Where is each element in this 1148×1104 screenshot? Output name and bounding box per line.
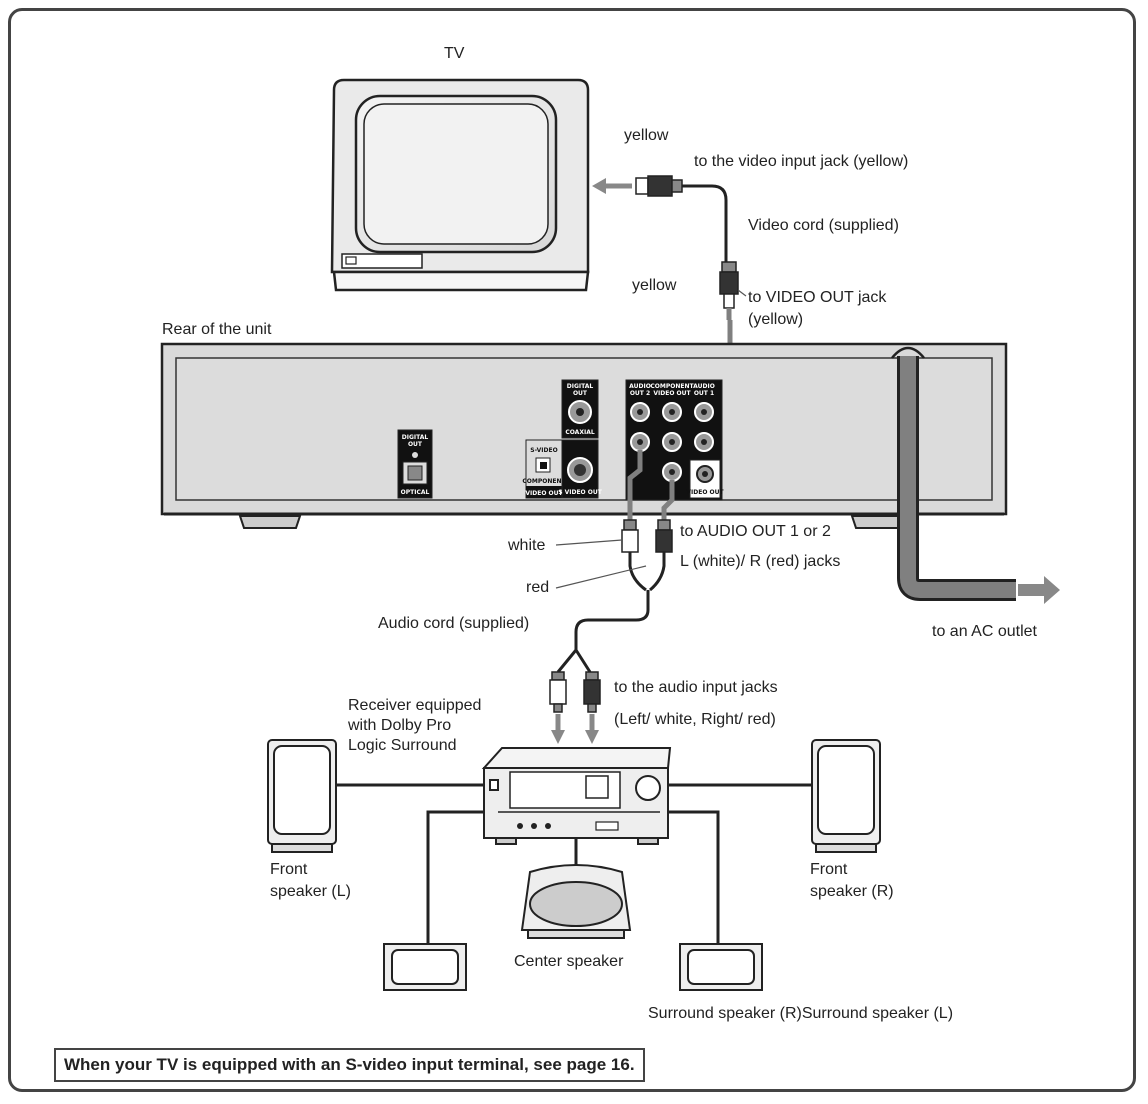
coax-label-1: DIGITAL [567,383,594,390]
speaker-wires [336,783,818,944]
video-plug-tv [635,175,683,197]
optical-label-2: OUT [408,441,423,448]
video-cord-label: Video cord (supplied) [748,217,899,234]
front-speaker-l-label-1: Front [270,861,308,878]
video-out-jack-text-1: to VIDEO OUT jack [748,289,887,306]
optical-label-1: DIGITAL [402,434,429,441]
svideo-out-label: S VIDEO OUT [558,489,603,496]
audio-out-label-1: to AUDIO OUT 1 or 2 [680,523,831,540]
surround-speakers-label: Surround speaker (R)Surround speaker (L) [648,1005,954,1022]
av-jack-panel: AUDIO OUT 2 COMPONENT VIDEO OUT AUDIO OU… [625,379,725,501]
front-speaker-left [267,739,337,853]
component-out-label-2: VIDEO OUT [653,390,691,397]
leader-lines [555,289,747,589]
power-cord [891,346,1060,604]
white-label: white [508,537,546,554]
surround-speaker-left [383,943,467,991]
rear-of-unit-label: Rear of the unit [162,321,272,338]
center-speaker [520,864,632,939]
front-speaker-r-label-2: speaker (R) [810,883,894,900]
receiver-label-1: Receiver equipped [348,697,482,714]
red-label: red [526,579,550,596]
switch-video-out-label: VIDEO OUT [525,490,563,497]
receiver-label-3: Logic Surround [348,737,457,754]
svideo-switch-label: S-VIDEO [530,447,557,454]
front-speaker-l-label-2: speaker (L) [270,883,351,900]
audio-input-colors-label: (Left/ white, Right/ red) [614,711,776,728]
front-speaker-r-label-1: Front [810,861,848,878]
ac-outlet-label: to an AC outlet [932,623,1037,640]
center-speaker-label: Center speaker [514,953,624,970]
optical-out-jack: DIGITAL OUT OPTICAL [397,429,433,499]
video-out-jack-text-2: (yellow) [748,311,804,328]
video-input-jack-label: to the video input jack (yellow) [694,153,909,170]
tv-label: TV [444,45,465,62]
audio-cord [549,450,675,744]
yellow-top-label: yellow [624,127,669,144]
video-out-jack-label: VIDEO OUT [686,489,724,496]
s-video-note: When your TV is equipped with an S-video… [54,1048,645,1082]
coaxial-out-jack: DIGITAL OUT COAXIAL [561,379,599,439]
front-speaker-right [811,739,881,853]
yellow-mid-label: yellow [632,277,677,294]
coax-label-3: COAXIAL [565,429,594,436]
audio-out1-label-2: OUT 1 [694,390,714,397]
svideo-out-jack: S VIDEO OUT [558,439,603,499]
audio-out-label-2: L (white)/ R (red) jacks [680,553,841,570]
optical-label-3: OPTICAL [401,489,430,496]
component-switch-label: COMPONENT [522,478,566,485]
audio-input-jacks-label: to the audio input jacks [614,679,778,696]
video-plug-unit [719,261,739,320]
surround-speaker-right [679,943,763,991]
tv-illustration [330,78,590,292]
receiver-label-2: with Dolby Pro [348,717,452,734]
audio-out1-label-1: AUDIO [693,383,715,390]
audio-out2-label-1: AUDIO [629,383,651,390]
svideo-switch: S-VIDEO COMPONENT VIDEO OUT [522,439,567,499]
component-out-label-1: COMPONENT [650,383,694,390]
diagram-frame [8,8,1136,1092]
audio-out2-label-2: OUT 2 [630,390,650,397]
receiver-illustration [481,747,672,845]
audio-cord-label: Audio cord (supplied) [378,615,530,632]
coax-label-2: OUT [573,390,588,397]
